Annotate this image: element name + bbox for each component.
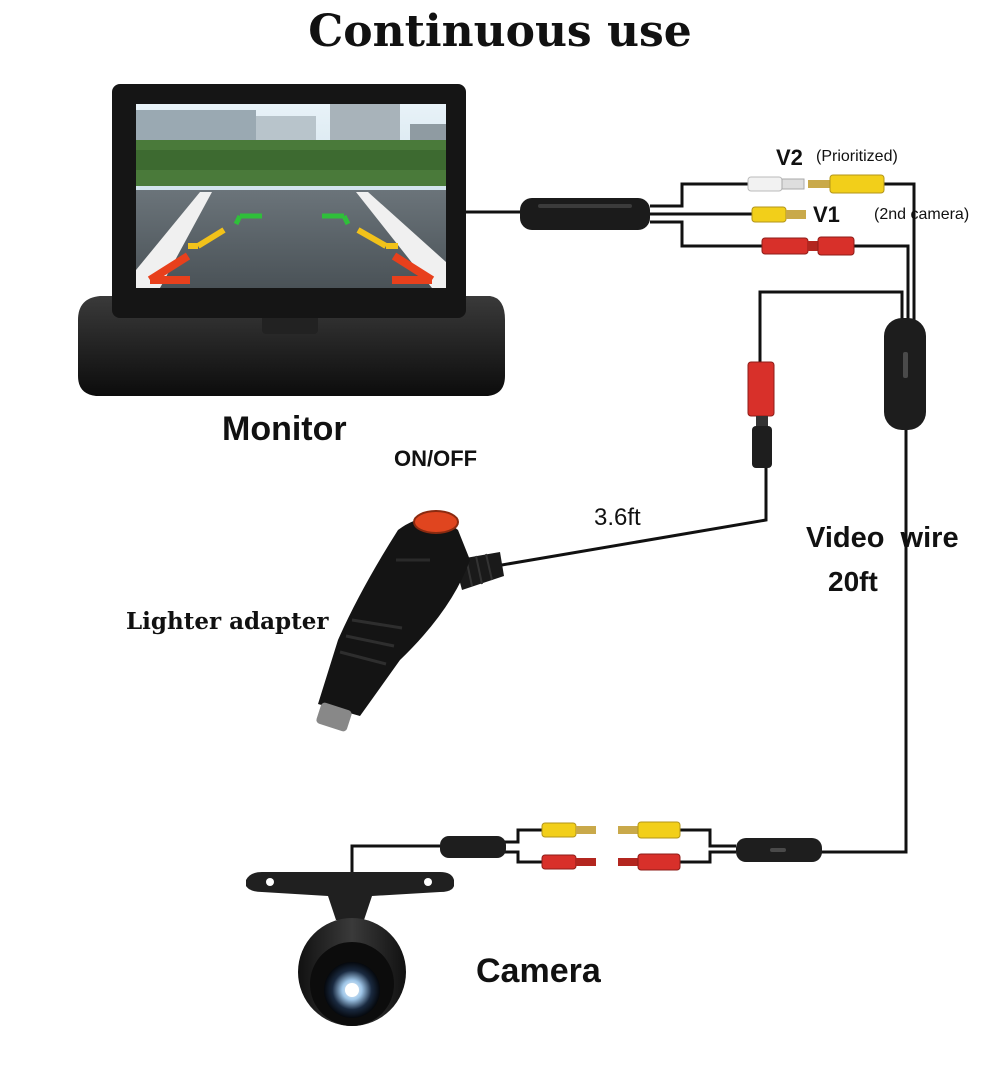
camera-bracket (246, 872, 454, 920)
camera-split-top (504, 828, 542, 844)
v1-label: V1 (813, 202, 840, 227)
power-loop (758, 290, 904, 364)
monitor-label: Monitor (222, 410, 347, 448)
video-wire-label: Video wire (806, 522, 959, 554)
camera-join-bottom (680, 850, 736, 864)
monitor-hinge (262, 314, 318, 334)
camera-split-bottom (504, 850, 542, 864)
v2-prioritized-note: (Prioritized) (816, 148, 898, 165)
monitor-cable-group (466, 182, 916, 854)
camera-join-top (680, 828, 736, 848)
video-wire-length-label: 20ft (828, 566, 878, 597)
rca-v2-white (747, 176, 805, 192)
camera-label: Camera (476, 952, 601, 990)
lighter-tip (316, 702, 352, 732)
power-cable-length-label: 3.6ft (594, 504, 641, 531)
lighter-body (318, 518, 470, 716)
lighter-adapter-label: Lighter adapter (126, 608, 329, 635)
monitor-base (78, 296, 505, 396)
camera-cable-group (350, 828, 736, 880)
monitor (78, 84, 505, 396)
camera-rca-yellow-pair (541, 821, 681, 839)
power-barrel-connector (747, 361, 775, 468)
on-off-button (413, 510, 459, 534)
camera-side-connector (440, 836, 506, 858)
rca-v1-yellow (751, 206, 806, 223)
second-camera-note: (2nd camera) (874, 206, 970, 223)
branch-power (650, 220, 764, 248)
video-wire-junction (884, 318, 926, 430)
v2-label: V2 (776, 145, 803, 170)
camera-cable (350, 844, 440, 880)
monitor-screen (136, 104, 446, 288)
rca-v2-yellow (808, 174, 885, 194)
video-wire-end-connector (736, 838, 822, 862)
lighter-adapter (316, 510, 504, 732)
power-down (495, 466, 768, 568)
video-trunk (820, 428, 908, 854)
camera (246, 872, 454, 1026)
page-title: Continuous use (308, 6, 692, 57)
red-to-trunk (852, 244, 910, 320)
on-off-label: ON/OFF (394, 446, 478, 471)
branch-v2 (650, 182, 752, 208)
dc-red-connector (761, 236, 855, 256)
monitor-splitter (520, 198, 650, 230)
camera-dc-red-pair (541, 853, 681, 871)
v2-to-2nd-camera (884, 182, 916, 320)
